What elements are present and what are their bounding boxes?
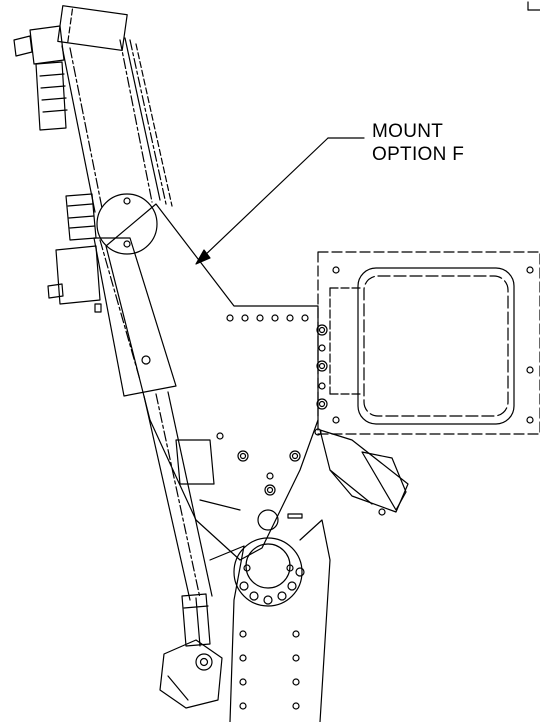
right-clamp-arm	[319, 429, 409, 516]
lower-mount-plate	[209, 519, 331, 722]
callout-line-1: MOUNT	[372, 121, 444, 142]
clamp-head	[159, 593, 223, 709]
lower-pivot-disk	[233, 537, 305, 607]
lower-cylinder	[143, 391, 241, 601]
valve-block	[47, 193, 177, 397]
title-block-corner	[527, 1, 540, 11]
mounting-box-outline	[317, 251, 540, 435]
callout-line-2: OPTION F	[372, 144, 465, 165]
callout-mount-option-f: MOUNT OPTION F	[372, 120, 464, 166]
upper-cylinder	[13, 5, 173, 213]
upper-pivot-disk	[96, 193, 158, 255]
main-mount-plate	[105, 203, 328, 561]
callout-leader	[195, 137, 365, 265]
